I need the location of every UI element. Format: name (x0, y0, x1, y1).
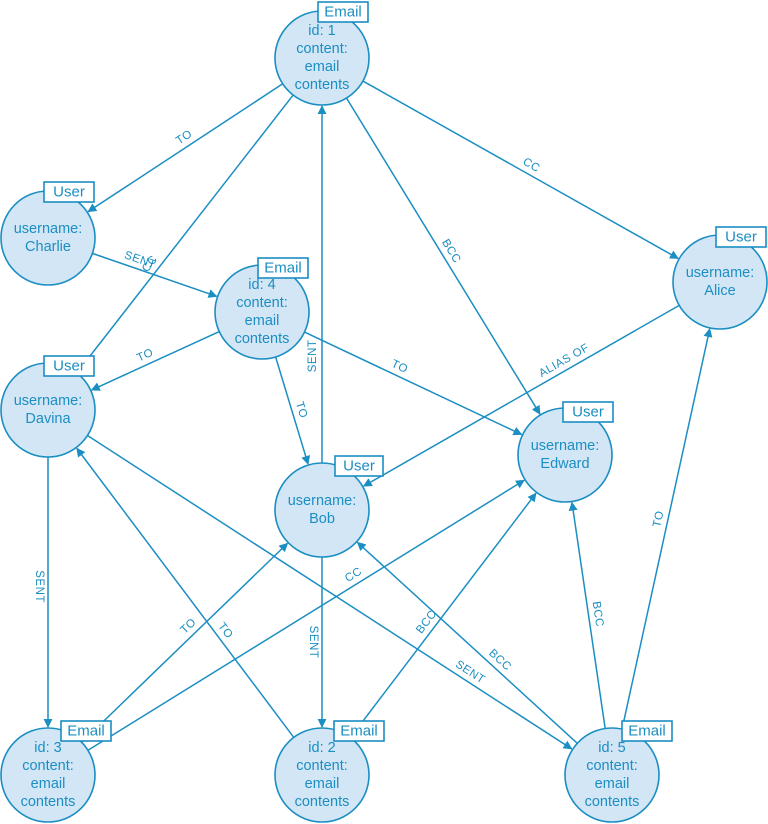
node-text-charlie-1: Charlie (25, 239, 71, 255)
edge-label-email2-to-edward: BCC (414, 608, 439, 636)
node-text-charlie-0: username: (14, 221, 83, 237)
node-text-bob-0: username: (288, 493, 357, 509)
node-text-alice-0: username: (686, 265, 755, 281)
node-text-email1-0: id: 1 (308, 23, 335, 39)
node-circle-email2 (274, 727, 370, 823)
node-bob: username: Bob User (274, 455, 384, 558)
node-text-email3-0: id: 3 (34, 740, 61, 756)
node-text-email1-2: email (305, 59, 340, 75)
node-text-email5-0: id: 5 (598, 740, 625, 756)
node-tag-box-davina (43, 355, 95, 377)
edge-label-davina-to-email5: SENT (453, 659, 487, 687)
node-text-email2-0: id: 2 (308, 740, 335, 756)
node-tag-box-charlie (43, 181, 95, 203)
node-text-edward-1: Edward (540, 456, 589, 472)
edge-alice-to-bob (362, 304, 680, 487)
edge-label-davina-to-email3: SENT (33, 570, 45, 603)
node-text-davina-0: username: (14, 393, 83, 409)
node-tag-email3: Email (67, 722, 105, 739)
edge-email1-to-alice (362, 80, 679, 260)
node-text-bob-1: Bob (309, 511, 335, 527)
edge-davina-to-email5 (87, 434, 573, 750)
node-davina: username: Davina User (0, 355, 96, 458)
edge-email5-to-edward (568, 501, 606, 729)
node-tag-edward: User (572, 403, 604, 420)
edge-email2-to-edward (349, 492, 537, 739)
node-email4: id: 4 content: email contents Email (214, 257, 310, 360)
node-text-email2-1: content: (296, 758, 348, 774)
node-email3: id: 3 content: email contents Email (0, 720, 112, 823)
edge-label-email3-to-edward: CC (343, 565, 364, 584)
node-tag-box-email1 (317, 1, 369, 23)
node-tag-bob: User (343, 457, 375, 474)
edge-email1-to-edward (345, 97, 541, 415)
edge-label-email5-to-edward: BCC (590, 601, 606, 628)
edge-label-email4-to-bob: TO (293, 400, 309, 420)
node-text-edward-0: username: (531, 438, 600, 454)
node-text-email4-2: email (245, 313, 280, 329)
node-email5: id: 5 content: email contents Email (564, 720, 673, 823)
edge-label-bob-to-email1: SENT (307, 340, 319, 373)
node-tag-box-email5 (621, 720, 673, 742)
node-tag-box-email2 (333, 720, 385, 742)
edge-email4-to-davina (90, 330, 220, 391)
node-charlie: username: Charlie User (0, 181, 96, 286)
node-text-email4-3: contents (235, 331, 290, 347)
node-email2: id: 2 content: email contents Email (274, 720, 385, 823)
edge-label-bob-to-email2: SENT (307, 626, 319, 659)
edge-email2-to-davina (76, 447, 295, 738)
edge-charlie-to-email4 (92, 252, 218, 298)
node-tag-box-edward (562, 401, 614, 423)
node-edward: username: Edward User (517, 401, 614, 503)
node-tag-email1: Email (324, 3, 362, 20)
node-text-email1-1: content: (296, 41, 348, 57)
edge-email5-to-alice (621, 328, 713, 730)
edge-email5-to-bob (356, 541, 578, 744)
edge-label-email2-to-davina: TO (215, 621, 235, 642)
node-tag-box-email3 (60, 720, 112, 742)
node-tag-box-email4 (257, 257, 309, 279)
node-tag-charlie: User (53, 183, 85, 200)
edge-email1-to-davina (76, 94, 294, 373)
node-tag-email4: Email (264, 259, 302, 276)
node-text-email2-3: contents (295, 794, 350, 810)
node-tag-alice: User (725, 228, 757, 245)
node-text-email3-3: contents (21, 794, 76, 810)
edge-label-email3-to-bob: TO (178, 616, 198, 636)
node-email1: id: 1 content: email contents Email (274, 1, 370, 106)
node-tag-email2: Email (340, 722, 378, 739)
node-circle-bob (274, 462, 370, 558)
edge-label-email5-to-bob: BCC (486, 647, 513, 673)
node-tag-box-alice (715, 226, 767, 248)
node-text-email4-1: content: (236, 295, 288, 311)
edge-label-email5-to-alice: TO (651, 510, 666, 529)
node-tag-davina: User (53, 357, 85, 374)
node-tag-email5: Email (628, 722, 666, 739)
node-text-davina-1: Davina (25, 411, 71, 427)
edge-email3-to-edward (87, 479, 525, 751)
node-text-email3-2: email (31, 776, 66, 792)
node-text-email5-3: contents (585, 794, 640, 810)
node-text-email3-1: content: (22, 758, 74, 774)
node-circle-email5 (564, 727, 660, 823)
edge-email4-to-bob (274, 356, 311, 465)
node-text-email2-2: email (305, 776, 340, 792)
node-text-email5-1: content: (586, 758, 638, 774)
edge-email1-to-charlie (87, 83, 284, 213)
node-tag-box-bob (334, 455, 384, 477)
node-text-alice-1: Alice (704, 283, 735, 299)
node-text-email4-0: id: 4 (248, 277, 275, 293)
node-text-email1-3: contents (295, 77, 350, 93)
node-alice: username: Alice User (672, 226, 768, 330)
edge-label-email1-to-edward: BCC (439, 237, 463, 265)
node-text-email5-2: email (595, 776, 630, 792)
node-circle-email3 (0, 727, 96, 823)
edge-email3-to-bob (81, 542, 289, 743)
edge-email4-to-edward (304, 331, 523, 436)
